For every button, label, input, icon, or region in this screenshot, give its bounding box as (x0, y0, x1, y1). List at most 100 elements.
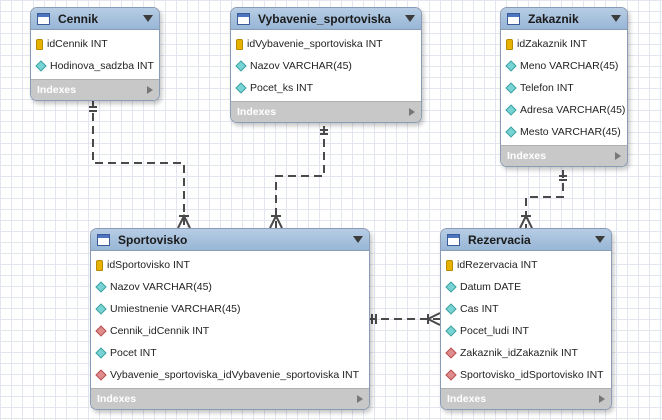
primary-key-icon (36, 38, 43, 50)
column-list: idCennik INT Hodinova_sadzba INT (31, 30, 159, 79)
table-icon (37, 12, 50, 25)
expand-icon[interactable] (357, 395, 363, 403)
entity-title: Zakaznik (528, 11, 579, 26)
collapse-icon[interactable] (405, 15, 415, 22)
relationship-line-cennik-sportovisko (92, 100, 185, 228)
column-label: Nazov VARCHAR(45) (110, 281, 212, 293)
relationship-line-vybavenie-sportovisko (275, 126, 325, 228)
column-list: idVybavenie_sportoviska INT Nazov VARCHAR… (231, 30, 421, 101)
column-row[interactable]: idZakaznik INT (501, 33, 627, 55)
attribute-icon (95, 303, 107, 315)
indexes-section[interactable]: Indexes (441, 388, 611, 409)
column-row[interactable]: Cas INT (441, 298, 611, 320)
column-row[interactable]: Cennik_idCennik INT (91, 320, 369, 342)
column-label: idRezervacia INT (457, 259, 538, 271)
column-row[interactable]: Umiestnenie VARCHAR(45) (91, 298, 369, 320)
entity-header[interactable]: Vybavenie_sportoviska (231, 8, 421, 30)
collapse-icon[interactable] (353, 236, 363, 243)
expand-icon[interactable] (409, 108, 415, 116)
attribute-icon (445, 303, 457, 315)
column-row[interactable]: Sportovisko_idSportovisko INT (441, 364, 611, 386)
column-label: Datum DATE (460, 281, 522, 293)
column-list: idZakaznik INT Meno VARCHAR(45) Telefon IN… (501, 30, 627, 145)
column-row[interactable]: Datum DATE (441, 276, 611, 298)
attribute-icon (35, 60, 47, 72)
column-row[interactable]: Pocet_ks INT (231, 77, 421, 99)
foreign-key-icon (95, 325, 107, 337)
column-row[interactable]: Nazov VARCHAR(45) (231, 55, 421, 77)
column-row[interactable]: idSportovisko INT (91, 254, 369, 276)
table-icon (447, 233, 460, 246)
entity-title: Rezervacia (468, 232, 531, 247)
table-icon (507, 12, 520, 25)
entity-cennik[interactable]: Cennik idCennik INT Hodinova_sadzba INT Ind… (30, 7, 160, 101)
entity-rezervacia[interactable]: Rezervacia idRezervacia INT Datum DATE Cas … (440, 228, 612, 410)
column-label: Vybavenie_sportoviska_idVybavenie_sporto… (110, 369, 360, 381)
indexes-section[interactable]: Indexes (231, 101, 421, 122)
column-label: Pocet_ludi INT (460, 325, 529, 337)
column-label: idCennik INT (47, 38, 108, 50)
many-marker (519, 213, 533, 229)
entity-header[interactable]: Sportovisko (91, 229, 369, 251)
attribute-icon (95, 281, 107, 293)
column-label: idZakaznik INT (517, 38, 588, 50)
attribute-icon (235, 60, 247, 72)
entity-title: Sportovisko (118, 232, 188, 247)
attribute-icon (445, 325, 457, 337)
indexes-label: Indexes (447, 393, 487, 405)
primary-key-icon (236, 38, 243, 50)
entity-zakaznik[interactable]: Zakaznik idZakaznik INT Meno VARCHAR(45) Te… (500, 7, 628, 167)
column-label: Adresa VARCHAR(45) (520, 104, 626, 116)
column-row[interactable]: Adresa VARCHAR(45) (501, 99, 627, 121)
column-label: Meno VARCHAR(45) (520, 60, 619, 72)
column-row[interactable]: Pocet INT (91, 342, 369, 364)
attribute-icon (445, 281, 457, 293)
entity-header[interactable]: Rezervacia (441, 229, 611, 251)
column-row[interactable]: Meno VARCHAR(45) (501, 55, 627, 77)
column-row[interactable]: Nazov VARCHAR(45) (91, 276, 369, 298)
indexes-label: Indexes (37, 84, 77, 96)
collapse-icon[interactable] (611, 15, 621, 22)
foreign-key-icon (445, 369, 457, 381)
expand-icon[interactable] (615, 152, 621, 160)
column-row[interactable]: Telefon INT (501, 77, 627, 99)
entity-header[interactable]: Zakaznik (501, 8, 627, 30)
attribute-icon (505, 104, 517, 116)
column-row[interactable]: idRezervacia INT (441, 254, 611, 276)
indexes-section[interactable]: Indexes (31, 79, 159, 100)
expand-icon[interactable] (599, 395, 605, 403)
indexes-section[interactable]: Indexes (501, 145, 627, 166)
column-label: Cas INT (460, 303, 499, 315)
many-marker (269, 213, 283, 229)
column-row[interactable]: Vybavenie_sportoviska_idVybavenie_sporto… (91, 364, 369, 386)
column-row[interactable]: Hodinova_sadzba INT (31, 55, 159, 77)
one-marker (320, 129, 328, 135)
column-label: Cennik_idCennik INT (110, 325, 210, 337)
column-row[interactable]: Pocet_ludi INT (441, 320, 611, 342)
one-marker (89, 106, 97, 112)
column-label: Nazov VARCHAR(45) (250, 60, 352, 72)
column-list: idSportovisko INT Nazov VARCHAR(45) Umiest… (91, 251, 369, 388)
entity-header[interactable]: Cennik (31, 8, 159, 30)
column-row[interactable]: idVybavenie_sportoviska INT (231, 33, 421, 55)
attribute-icon (505, 60, 517, 72)
column-label: Sportovisko_idSportovisko INT (460, 369, 604, 381)
column-label: Pocet INT (110, 347, 157, 359)
table-icon (237, 12, 250, 25)
entity-sportovisko[interactable]: Sportovisko idSportovisko INT Nazov VARCHA… (90, 228, 370, 410)
indexes-section[interactable]: Indexes (91, 388, 369, 409)
column-row[interactable]: idCennik INT (31, 33, 159, 55)
column-row[interactable]: Zakaznik_idZakaznik INT (441, 342, 611, 364)
indexes-label: Indexes (507, 150, 547, 162)
column-label: Mesto VARCHAR(45) (520, 126, 621, 138)
collapse-icon[interactable] (595, 236, 605, 243)
expand-icon[interactable] (147, 86, 153, 94)
collapse-icon[interactable] (143, 15, 153, 22)
indexes-label: Indexes (237, 106, 277, 118)
foreign-key-icon (445, 347, 457, 359)
primary-key-icon (96, 259, 103, 271)
column-row[interactable]: Mesto VARCHAR(45) (501, 121, 627, 143)
